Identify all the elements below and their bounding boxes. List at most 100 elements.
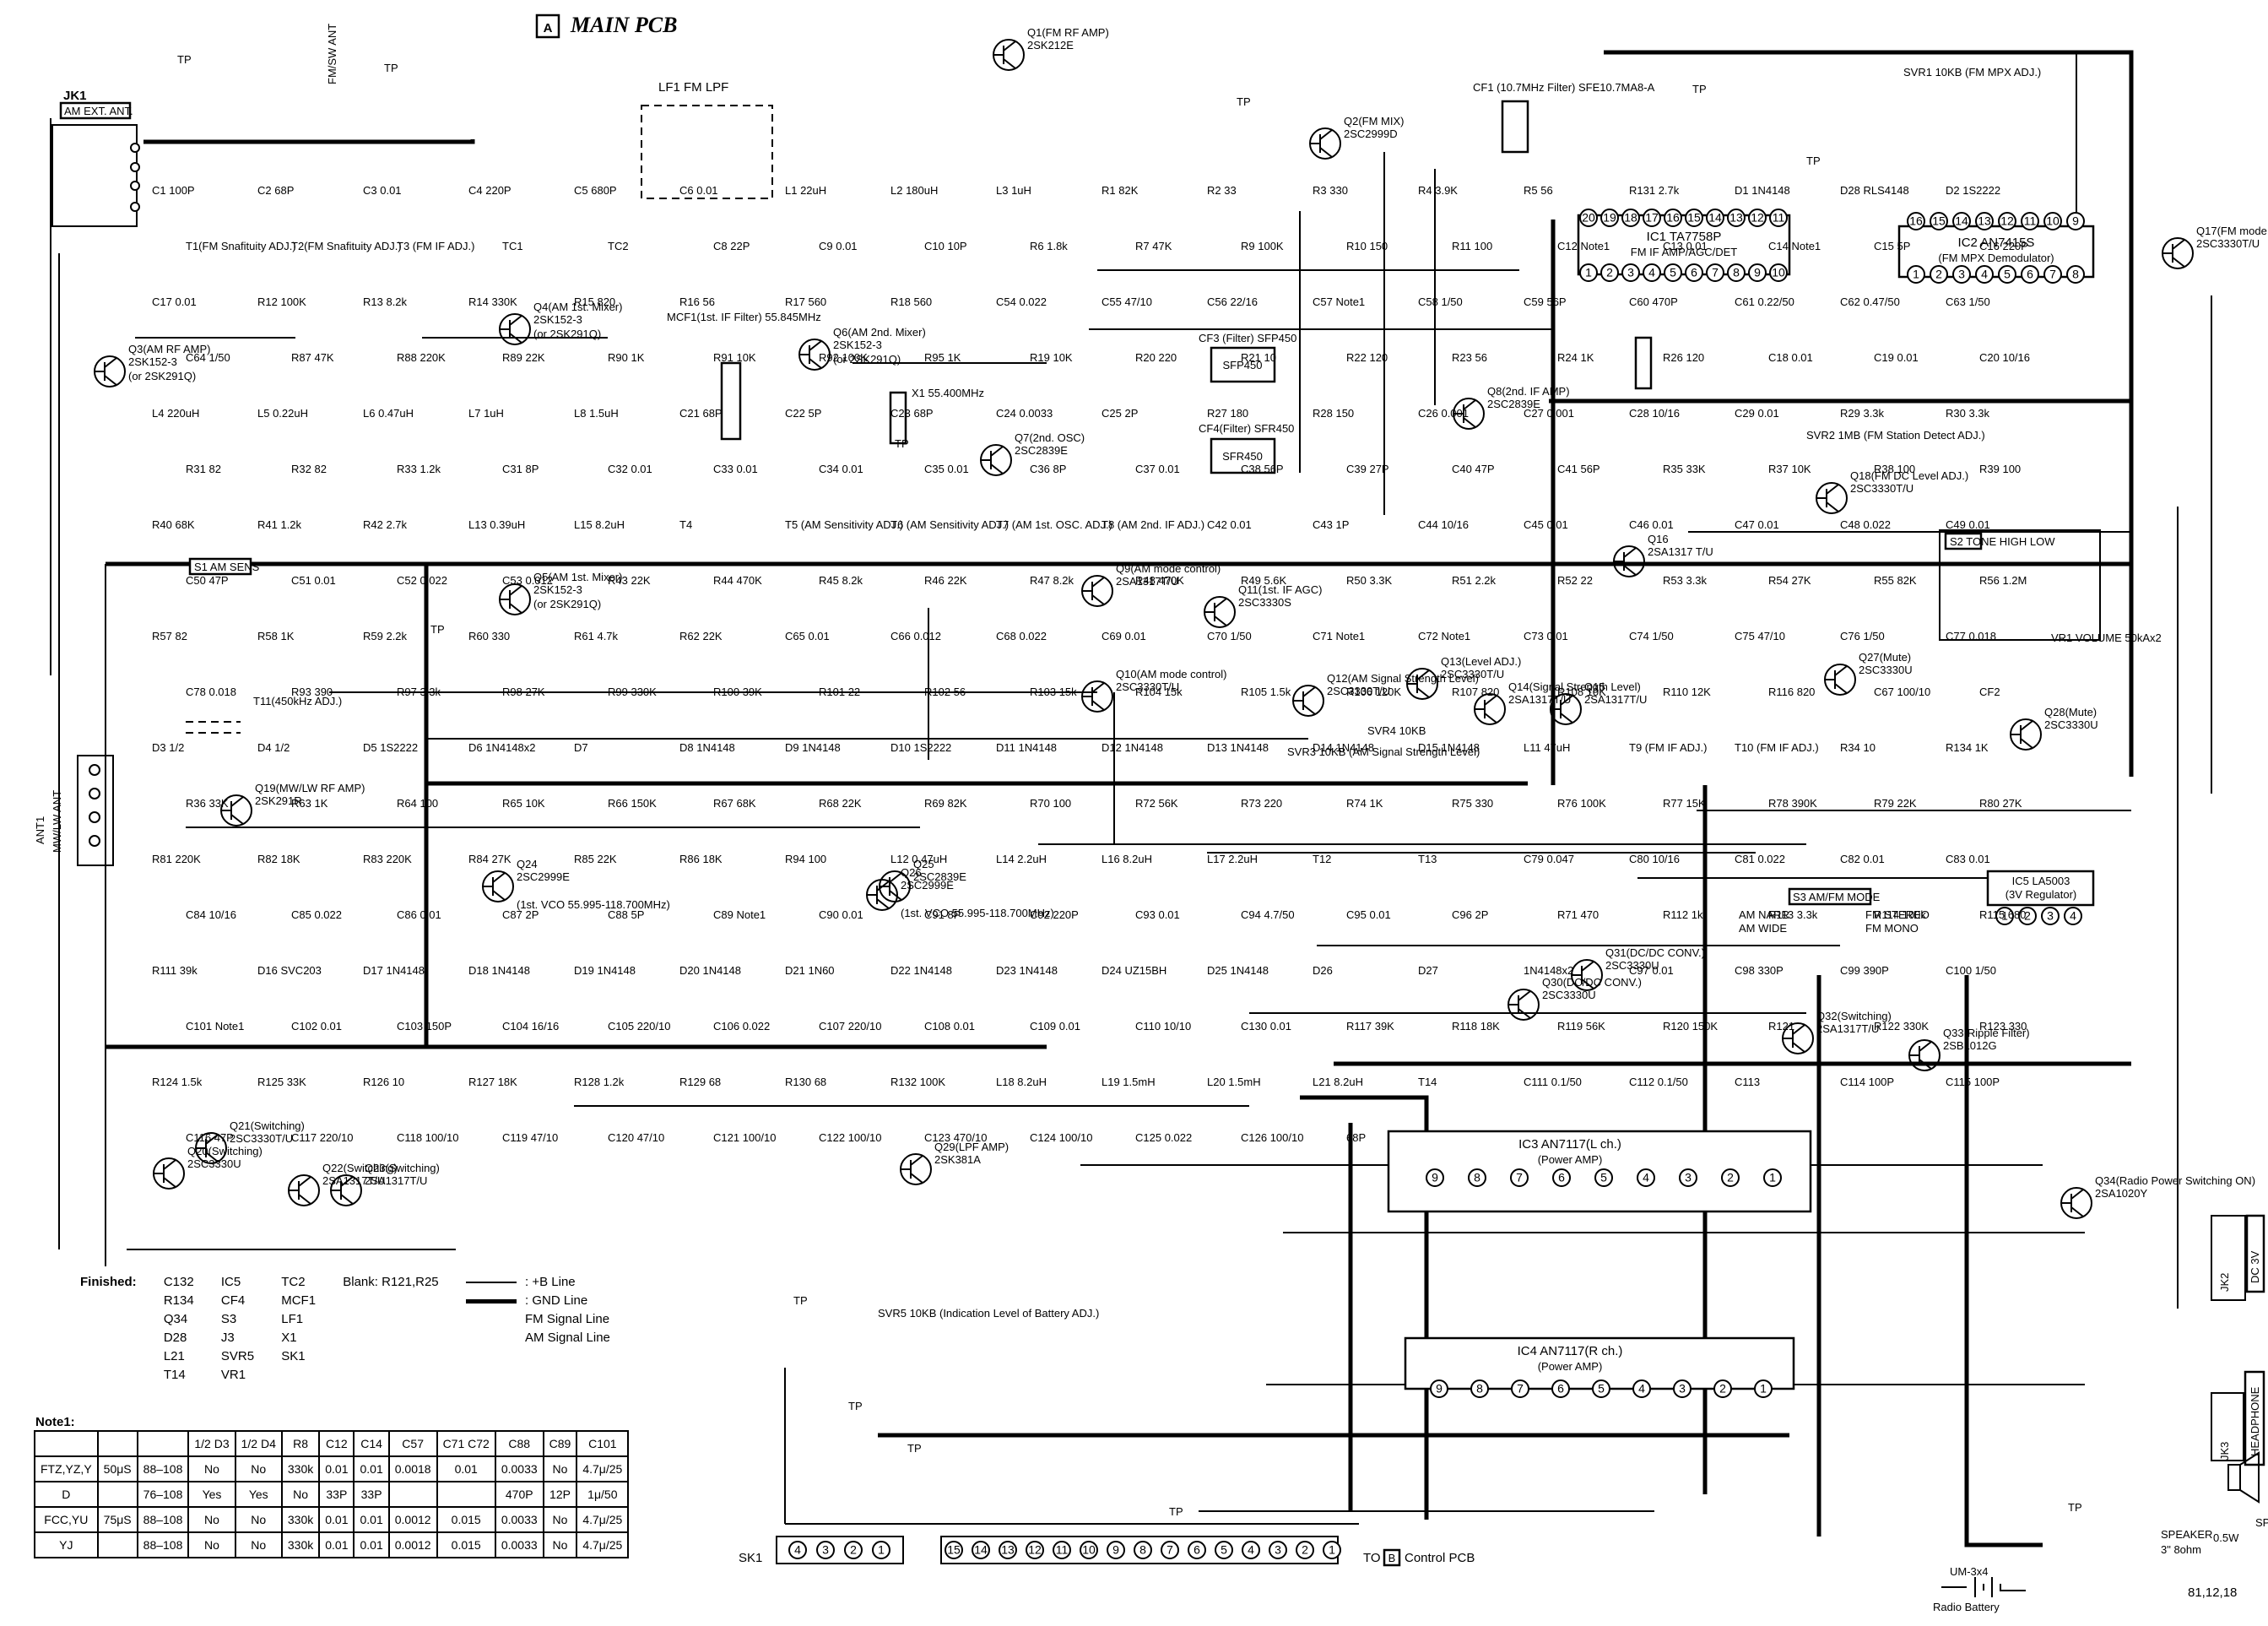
note-header: 1/2 D3 (187, 1430, 236, 1457)
component-label: D25 1N4148 (1207, 964, 1269, 977)
component-label: C51 0.01 (291, 574, 336, 587)
ic3-pin-1 (1763, 1168, 1782, 1187)
svg-text:Q23(Switching): Q23(Switching) (365, 1162, 440, 1174)
svg-text:SFR450: SFR450 (1222, 450, 1263, 463)
component-label: C63 1/50 (1946, 295, 1990, 308)
svg-text:SK1: SK1 (739, 1551, 762, 1565)
component-label: L18 8.2uH (996, 1076, 1047, 1088)
component-label: C94 4.7/50 (1241, 908, 1295, 921)
component-label: C118 100/10 (397, 1131, 459, 1144)
ic2-pin-label: 14 (1955, 214, 1968, 228)
ic2-pin-label: 8 (2072, 268, 2079, 281)
component-label: C97 0.01 (1629, 964, 1674, 977)
transistor-q23: Q23(Switching)2SA1317T/U (330, 1162, 440, 1206)
svg-text:Q2(FM MIX): Q2(FM MIX) (1344, 115, 1405, 127)
control-pin-label: 15 (947, 1543, 961, 1557)
note-header: C12 (318, 1430, 355, 1457)
component-label: T3 (FM IF ADJ.) (397, 240, 474, 252)
control-pin-label: 5 (1221, 1543, 1227, 1557)
component-label: C50 47P (186, 574, 229, 587)
component-label: R76 100K (1557, 797, 1606, 810)
component-label: T6 (AM Sensitivity ADJ.) (890, 518, 1009, 531)
line-legend-item: : +B Line (466, 1273, 610, 1292)
component-label: R54 27K (1768, 574, 1811, 587)
component-label: C22 5P (785, 407, 821, 420)
ic4-pin-label: 5 (1598, 1382, 1605, 1396)
ic1-desc: FM IF AMP/AGC/DET (1631, 246, 1737, 258)
finished-item: VR1 (220, 1368, 246, 1382)
ic3-pin-2 (1721, 1168, 1740, 1187)
svg-text:Control PCB: Control PCB (1405, 1551, 1475, 1565)
component-label: R43 22K (608, 574, 651, 587)
component-label: C98 330P (1735, 964, 1784, 977)
component-label: R93 390 (291, 686, 333, 698)
note-cell: 0.01 (318, 1455, 355, 1482)
svg-text:2SK152-3: 2SK152-3 (533, 583, 582, 596)
ic1-pin-3 (1621, 263, 1640, 282)
component-label: C121 100/10 (713, 1131, 776, 1144)
component-label: D23 1N4148 (996, 964, 1058, 977)
component-label: C114 100P (1840, 1076, 1894, 1088)
ic2-pin-label: 11 (2024, 214, 2037, 228)
component-label: C87 2P (502, 908, 539, 921)
note-cell (387, 1481, 438, 1508)
ic2-pin-11 (2021, 212, 2039, 230)
component-label: R27 180 (1207, 407, 1248, 420)
component-label: R47 8.2k (1030, 574, 1074, 587)
component-label: R20 220 (1135, 351, 1177, 364)
control-pin-11 (1053, 1541, 1071, 1559)
component-label: R38 100 (1874, 463, 1915, 475)
component-label: C105 220/10 (608, 1020, 670, 1033)
component-label: R92 100K (819, 351, 868, 364)
component-label: C107 220/10 (819, 1020, 881, 1033)
component-label: D27 (1418, 964, 1438, 977)
ic1-pin-label: 15 (1687, 211, 1701, 225)
component-label: C5 680P (574, 184, 617, 197)
transistor-q13: Q13(Level ADJ.)2SC3330T/U (1406, 655, 1521, 700)
transistor-q20: Q20(Switching)2SC3330U (153, 1145, 263, 1190)
note-cell: FTZ,YZ,Y (34, 1455, 99, 1482)
component-label: D1 1N4148 (1735, 184, 1790, 197)
svg-text:2SA1317 T/U: 2SA1317 T/U (1648, 545, 1713, 558)
note-cell (96, 1531, 138, 1558)
note-cell: 0.0012 (387, 1506, 438, 1533)
note-cell: No (280, 1481, 321, 1508)
note-cell: No (542, 1455, 578, 1482)
component-label: C36 8P (1030, 463, 1066, 475)
component-label: C15 5P (1874, 240, 1910, 252)
component-label: L12 0.47uH (890, 853, 947, 865)
ic1-pin-label: 3 (1627, 266, 1634, 279)
s3-mode-switch: S3 AM/FM MODE (1788, 887, 1881, 906)
component-label: C61 0.22/50 (1735, 295, 1794, 308)
component-label: R50 3.3K (1346, 574, 1393, 587)
transistor-q19: Q19(MW/LW RF AMP)2SK291R (220, 782, 365, 827)
component-label: 68P (1346, 1131, 1366, 1144)
svg-text:2SC3330U: 2SC3330U (1605, 959, 1659, 972)
component-label: R57 82 (152, 630, 187, 642)
title-box (535, 14, 560, 39)
svg-text:Q13(Level ADJ.): Q13(Level ADJ.) (1441, 655, 1521, 668)
component-label: R40 68K (152, 518, 195, 531)
ic1-name: IC1 TA7758P (1647, 230, 1722, 244)
component-label: R99 330K (608, 686, 657, 698)
component-label: C10 10P (924, 240, 967, 252)
ic1-pin-label: 11 (1773, 211, 1785, 225)
component-label: T7 (AM 1st. OSC. ADJ.) (996, 518, 1112, 531)
component-label: R106 120K (1346, 686, 1401, 698)
component-label: R31 82 (186, 463, 221, 475)
svg-text:Q7(2nd. OSC): Q7(2nd. OSC) (1015, 431, 1085, 444)
component-label: R122 330K (1874, 1020, 1929, 1033)
component-label: T1(FM Snafituity ADJ.) (186, 240, 296, 252)
component-label: C12 Note1 (1557, 240, 1610, 252)
component-label: R70 100 (1030, 797, 1071, 810)
ic5-pin-3 (2041, 907, 2060, 925)
component-label: C24 0.0033 (996, 407, 1053, 420)
component-label: C106 0.022 (713, 1020, 770, 1033)
ic1-pin-label: 9 (1754, 266, 1761, 279)
component-label: D2 1S2222 (1946, 184, 2000, 197)
ic3-name: IC3 AN7117(L ch.) (1518, 1137, 1621, 1152)
transistor-q8: Q8(2nd. IF AMP)2SC2839E (1453, 385, 1570, 430)
